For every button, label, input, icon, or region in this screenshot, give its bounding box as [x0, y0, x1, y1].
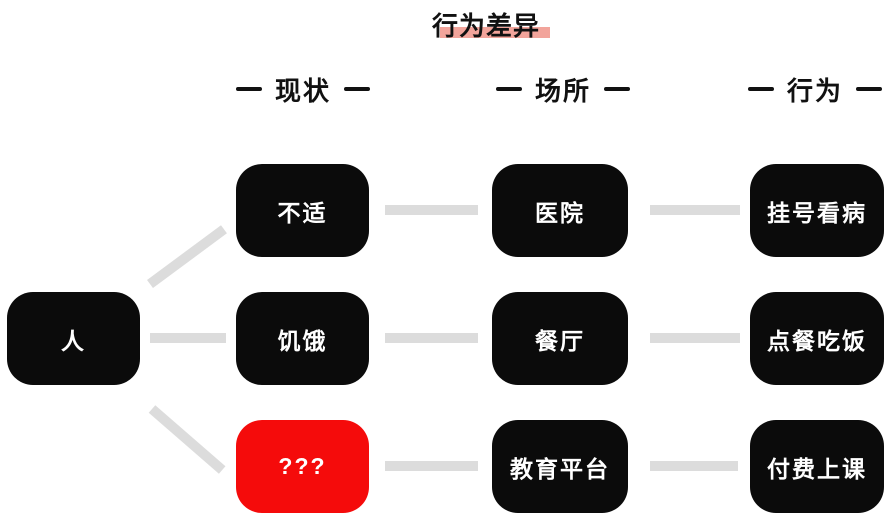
column-header-label: 场所: [534, 75, 591, 106]
dash-icon: [747, 87, 774, 91]
page-title: 行为差异: [431, 11, 540, 41]
node-status-unknown: ???: [236, 420, 369, 513]
node-person: 人: [7, 292, 140, 385]
dash-icon: [495, 87, 522, 91]
column-header-label: 现状: [274, 75, 331, 106]
dash-icon: [856, 87, 882, 91]
node-status-discomfort: 不适: [236, 164, 369, 257]
connector-root-to-row3: [148, 405, 226, 474]
connector-row2-status-place: [385, 333, 478, 343]
dash-icon: [604, 87, 630, 91]
connector-row2-place-behavior: [650, 333, 740, 343]
node-behavior-register-see-doctor: 挂号看病: [750, 164, 884, 257]
title-highlight-bar: [440, 27, 550, 38]
connector-root-to-row1: [147, 225, 227, 289]
dash-icon: [235, 87, 262, 91]
node-behavior-order-eat: 点餐吃饭: [750, 292, 884, 385]
node-place-education-platform: 教育平台: [492, 420, 628, 513]
connector-root-to-row2: [150, 333, 226, 343]
node-place-hospital: 医院: [492, 164, 628, 257]
node-place-restaurant: 餐厅: [492, 292, 628, 385]
node-status-hunger: 饥饿: [236, 292, 369, 385]
node-behavior-pay-for-class: 付费上课: [750, 420, 884, 513]
connector-row3-status-place: [385, 461, 478, 471]
column-header-behavior: 行为: [725, 73, 894, 106]
connector-row1-place-behavior: [650, 205, 740, 215]
column-header-place: 场所: [473, 73, 653, 106]
dash-icon: [344, 87, 370, 91]
connector-row1-status-place: [385, 205, 478, 215]
column-header-status: 现状: [213, 73, 393, 106]
column-header-label: 行为: [786, 75, 843, 106]
connector-row3-place-behavior: [650, 461, 738, 471]
